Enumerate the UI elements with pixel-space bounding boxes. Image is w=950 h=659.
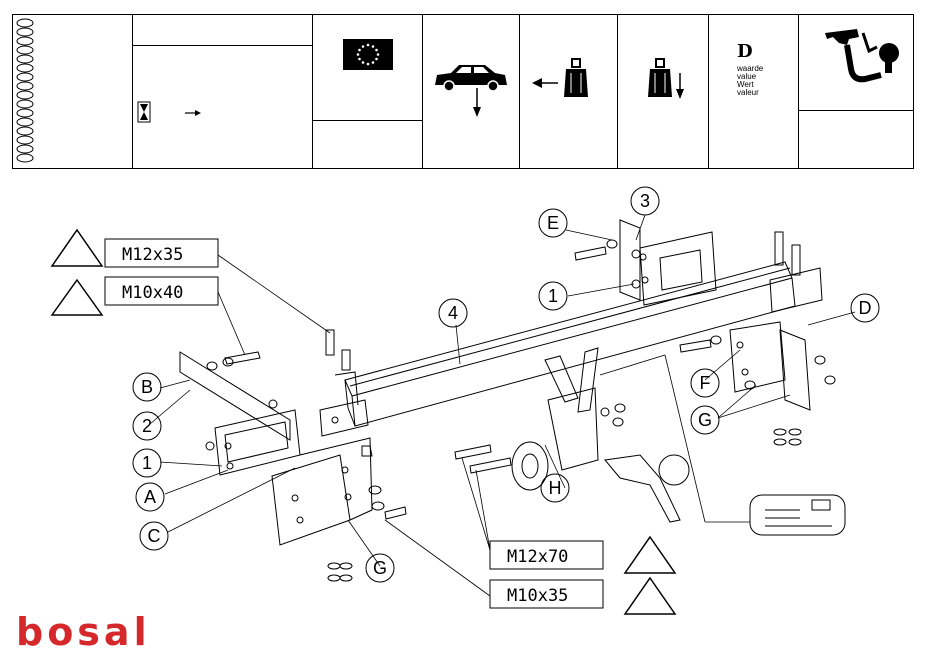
part-label-1-left: 1 xyxy=(142,453,152,473)
warning-triangle-icon xyxy=(52,280,102,315)
part-label-1-right: 1 xyxy=(548,286,558,306)
part-label-c: C xyxy=(148,526,161,546)
part-label-b: B xyxy=(141,377,153,397)
type-plate xyxy=(750,495,845,535)
left-bracket xyxy=(180,352,372,545)
bolt-label-m10x40: M10x40 xyxy=(122,283,183,303)
warning-triangle-icon xyxy=(625,537,675,573)
part-label-g-left: G xyxy=(373,558,387,578)
bosal-logo: bosal xyxy=(16,617,151,647)
part-label-2: 2 xyxy=(142,416,152,436)
bolt-label-m12x70: M12x70 xyxy=(507,547,568,567)
part-label-g-right: G xyxy=(698,410,712,430)
part-label-4: 4 xyxy=(448,303,458,323)
bolt-label-m10x35: M10x35 xyxy=(507,586,568,606)
part-label-d: D xyxy=(859,298,872,318)
leader-lines xyxy=(150,215,855,596)
part-label-h: H xyxy=(549,478,562,498)
tow-ball-assembly xyxy=(512,348,689,522)
warning-triangle-icon xyxy=(52,230,102,266)
part-label-a: A xyxy=(144,487,156,507)
bolt-label-m12x35: M12x35 xyxy=(122,245,183,265)
part-label-e: E xyxy=(547,213,559,233)
bolts xyxy=(225,232,800,519)
part-label-3: 3 xyxy=(640,191,650,211)
part-label-f: F xyxy=(700,373,711,393)
main-crossbar xyxy=(345,262,795,426)
warning-triangle-icon xyxy=(625,578,675,614)
